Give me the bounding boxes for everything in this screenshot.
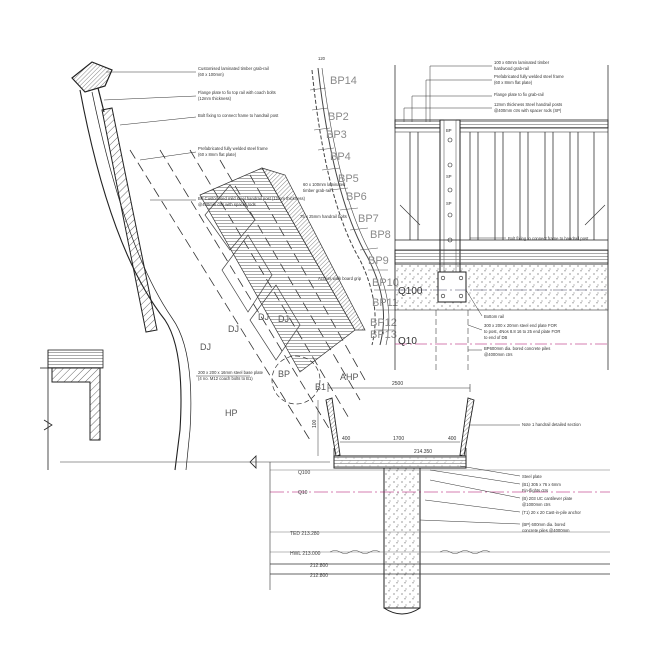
level-211: 212.800 [310,573,328,579]
note-end-plate-2: to post, 4Nos 8.8 16 to 25 end plate FOR [484,329,560,334]
plan-handrail-posts: 120 BP14 BP2 BP3 BP4 BP5 BP6 BP7 BP8 BP9… [300,56,399,346]
dim-height: 100 [312,419,318,428]
note-uc: (B) 203 UC cantilever plate [522,496,573,501]
note-frame: Prefabricated fully welded steel frame [198,146,268,151]
label-bp13: BP13 [370,329,397,341]
note-bp-post-spacing: @400mm ctrs with spacer rods [198,202,256,207]
dim-level-top: 214.350 [414,449,432,455]
level-q100-b: Q100 [298,470,310,476]
right-handrail [459,397,475,457]
note-end-plate-3: to end of DB [484,335,507,340]
dim-mid: 1700 [393,436,404,442]
bored-pile [383,467,421,609]
label-bp7: BP7 [358,213,379,225]
note-end-plate: 300 x 200 x 20mm steel end plate FOR [484,323,557,328]
label-bp9: BP9 [368,255,389,267]
label-hp: HP [225,408,238,418]
bottom-rail [394,249,609,265]
label-bp3: BP3 [326,129,347,141]
note-steel-plate: Steel plate [522,474,542,479]
elevation-handrail-frame: BP SP SP Q100 Q10 [394,60,609,370]
level-hwl: HWL 213.000 [290,551,321,557]
note-flange-size: (12mm thickness) [198,96,232,101]
level-q10: Q10 [398,336,417,347]
note-pile-2: concrete piles @4000mm [522,528,570,533]
dim-overall: 2500 [392,381,403,387]
note-piles: BP600mm dia. bored concrete piles [484,346,550,351]
label-dj: DJ [200,342,211,352]
left-handrail [325,397,341,457]
label-bp11: BP11 [372,297,398,309]
label-dj: DJ [278,314,289,324]
note-handrail-section: Note 1 handrail detailed section [522,422,581,427]
note-frame-size: (60 x 8mm flat plate) [198,152,237,157]
tag-sp: SP [446,201,452,206]
note-prefab-2: (60 x 8mm flat plate) [494,80,533,85]
note-prefab: Prefabricated fully welded steel frame [494,74,564,79]
note-bottom-rail: Bottom rail [484,314,504,319]
note-base-plate-bolts: (4 no. M12 coach bolts to B1) [198,376,253,381]
label-bp8: BP8 [370,229,391,241]
level-212: 212.800 [310,563,328,569]
label-bp12: BP12 [370,317,397,329]
label-bp14: BP14 [330,75,357,87]
handrail-post [101,107,158,333]
note-bp-post: BP Customised mild steel handrail post (… [198,196,306,201]
note-small-grab-rail-2: timber grab-rail [303,188,331,193]
tag-bp: BP [446,128,452,133]
tag-sp: SP [446,174,452,179]
label-bp2: BP2 [328,111,349,123]
section-a-handrail: Customised laminated timber grab-rail (6… [40,61,366,471]
plan-top-dim: 120 [318,56,326,61]
label-bp: BP [278,369,290,379]
label-dj: DJ [228,324,239,334]
label-ahp: AHP [340,372,359,382]
note-posts: 12mm thickness Steel handrail posts [494,102,562,107]
label-dj: DJ [258,312,269,322]
level-ted: TED 213.280 [290,531,320,537]
timber-grab-rail [71,61,113,93]
note-bolt-fixing: Bolt fixing to connect frame to handrail… [198,113,279,118]
level-q100: Q100 [398,286,423,297]
pile-cap [394,263,609,311]
note-access-board: Access walk board grip [318,276,362,281]
top-rail [394,119,609,129]
section-b-cross-section: 2500 400 1700 400 214.350 100 Q100 Q10 T… [269,381,610,615]
label-bp4: BP4 [330,151,351,163]
note-bolt-fixing-elev: Bolt fixing to connect frame to handrail… [508,236,589,241]
dim-left: 400 [342,436,351,442]
note-timber: 100 x 60mm laminated timber [494,60,550,65]
note-tie: (T1) 20 x 20 Cast-in-pile anchor [522,510,581,515]
note-timber-2: hardwood grab-rail [494,66,529,71]
note-handrail-bolts: 75 x 25mm handrail bolts [300,214,347,219]
label-bp5: BP5 [338,173,359,185]
level-q10-b: Q10 [298,490,308,496]
note-grab-rail: Customised laminated timber grab-rail [198,66,269,71]
note-ub-2: Fin-flights ctrs [522,488,548,493]
note-small-grab-rail: 60 x 100mm laminated [303,182,346,187]
dim-right: 400 [448,436,457,442]
note-piles-2: @4000mm ctrs [484,352,512,357]
note-grab-rail-size: (60 x 100mm) [198,72,224,77]
note-flange: Flange plate to fix top rail with coach … [198,90,276,95]
label-bp6: BP6 [346,191,367,203]
wall-coping [47,349,104,369]
note-ub: (B1) 305 x 76 x 6mm [522,482,561,487]
note-uc-2: @1000mm ctrs [522,502,550,507]
note-pile: (BP) 600mm dia. bored [522,522,566,527]
note-flange-plate: Flange plate to fix grab-rail [494,92,544,97]
note-base-plate: 200 x 200 x 16mm steel base plate [198,370,264,375]
label-bp10: BP10 [372,277,399,289]
label-b1: B1 [315,382,326,392]
note-posts-2: @400mm ctrs with spacer rods (SP) [494,108,562,113]
